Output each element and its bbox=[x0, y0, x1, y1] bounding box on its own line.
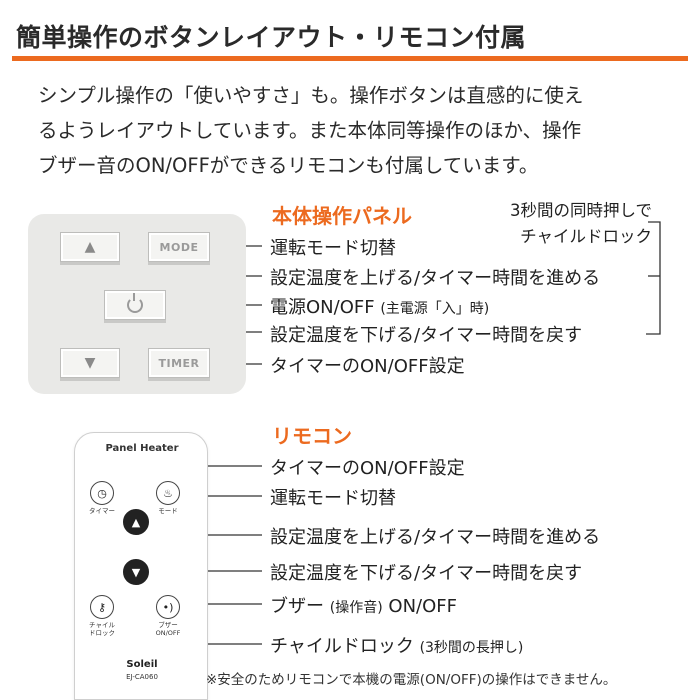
lock-label-main: チャイルドロック bbox=[270, 636, 414, 657]
power-label-sub: (主電源「入」時) bbox=[380, 301, 490, 317]
intro-line: シンプル操作の「使いやすさ」も。操作ボタンは直感的に使え bbox=[38, 84, 584, 107]
sound-icon: •) bbox=[162, 600, 174, 614]
panel-label-mode: 運転モード切替 bbox=[270, 238, 396, 259]
page-title: 簡単操作のボタンレイアウト・リモコン付属 bbox=[16, 23, 527, 52]
caption-line: チャイル bbox=[89, 621, 115, 629]
intro-paragraph: シンプル操作の「使いやすさ」も。操作ボタンは直感的に使え るようレイアウトしてい… bbox=[38, 78, 678, 183]
down-triangle-icon: ▼ bbox=[131, 565, 141, 579]
remote-lock-caption: チャイル ドロック bbox=[80, 621, 124, 637]
lock-label-sub: (3秒間の長押し) bbox=[419, 640, 524, 656]
control-panel: ▲ MODE ▼ TIMER bbox=[28, 214, 246, 394]
panel-label-power: 電源ON/OFF (主電源「入」時) bbox=[270, 293, 489, 319]
panel-section-title: 本体操作パネル bbox=[272, 204, 412, 228]
power-icon bbox=[127, 293, 143, 313]
panel-down-button[interactable]: ▼ bbox=[60, 348, 120, 378]
key-icon: ⚷ bbox=[97, 600, 107, 614]
remote-down-button[interactable]: ▼ bbox=[123, 559, 149, 585]
buzzer-label-tail: ON/OFF bbox=[388, 596, 457, 617]
remote-timer-caption: タイマー bbox=[89, 507, 115, 515]
remote-mode-button[interactable]: ♨ bbox=[156, 481, 180, 505]
remote-buzzer-button[interactable]: •) bbox=[156, 595, 180, 619]
panel-timer-button[interactable]: TIMER bbox=[148, 348, 210, 378]
remote-label-mode: 運転モード切替 bbox=[270, 488, 396, 509]
buzzer-label-main: ブザー bbox=[270, 596, 324, 617]
caption-line: ドロック bbox=[89, 629, 115, 637]
remote-label-timer: タイマーのON/OFF設定 bbox=[270, 458, 465, 479]
panel-power-button[interactable] bbox=[104, 290, 166, 320]
clock-icon: ◷ bbox=[97, 486, 107, 500]
intro-line: ブザー音のON/OFFができるリモコンも付属しています。 bbox=[38, 154, 539, 177]
remote-control: Panel Heater ◷ タイマー ♨ モード ▲ ▼ ⚷ チャイル ドロッ… bbox=[74, 432, 208, 700]
heat-waves-icon: ♨ bbox=[163, 486, 173, 500]
remote-model: EJ-CA060 bbox=[126, 673, 158, 681]
remote-label-lock: チャイルドロック (3秒間の長押し) bbox=[270, 632, 523, 658]
remote-up-button[interactable]: ▲ bbox=[123, 509, 149, 535]
remote-brand: Soleil bbox=[126, 659, 158, 670]
buzzer-label-sub: (操作音) bbox=[329, 600, 383, 616]
note-line: チャイルドロック bbox=[520, 227, 652, 246]
child-lock-note: 3秒間の同時押しで チャイルドロック bbox=[462, 198, 652, 250]
panel-label-timer: タイマーのON/OFF設定 bbox=[270, 356, 465, 377]
caption-line: ON/OFF bbox=[155, 629, 181, 637]
remote-label-buzzer: ブザー (操作音) ON/OFF bbox=[270, 592, 457, 618]
note-line: 3秒間の同時押しで bbox=[509, 201, 652, 220]
caption-line: ブザー bbox=[158, 621, 178, 629]
remote-label-up: 設定温度を上げる/タイマー時間を進める bbox=[270, 527, 601, 548]
remote-label-down: 設定温度を下げる/タイマー時間を戻す bbox=[270, 563, 583, 584]
title-underline bbox=[12, 56, 688, 61]
intro-line: るようレイアウトしています。また本体同等操作のほか、操作 bbox=[38, 119, 582, 142]
up-triangle-icon: ▲ bbox=[131, 515, 141, 529]
remote-child-lock-button[interactable]: ⚷ bbox=[90, 595, 114, 619]
remote-mode-caption: モード bbox=[158, 507, 178, 515]
timer-button-label: TIMER bbox=[158, 356, 200, 370]
panel-label-down: 設定温度を下げる/タイマー時間を戻す bbox=[270, 325, 583, 346]
panel-label-up: 設定温度を上げる/タイマー時間を進める bbox=[270, 268, 601, 289]
panel-mode-button[interactable]: MODE bbox=[148, 232, 210, 262]
remote-section-title: リモコン bbox=[272, 424, 352, 448]
safety-footnote: ※安全のためリモコンで本機の電源(ON/OFF)の操作はできません。 bbox=[206, 672, 617, 688]
down-triangle-icon: ▼ bbox=[84, 355, 96, 371]
remote-timer-button[interactable]: ◷ bbox=[90, 481, 114, 505]
panel-up-button[interactable]: ▲ bbox=[60, 232, 120, 262]
up-triangle-icon: ▲ bbox=[84, 239, 96, 255]
remote-title: Panel Heater bbox=[105, 443, 179, 454]
power-label-main: 電源ON/OFF bbox=[270, 297, 375, 318]
mode-button-label: MODE bbox=[159, 240, 199, 254]
remote-buzzer-caption: ブザー ON/OFF bbox=[146, 621, 190, 637]
